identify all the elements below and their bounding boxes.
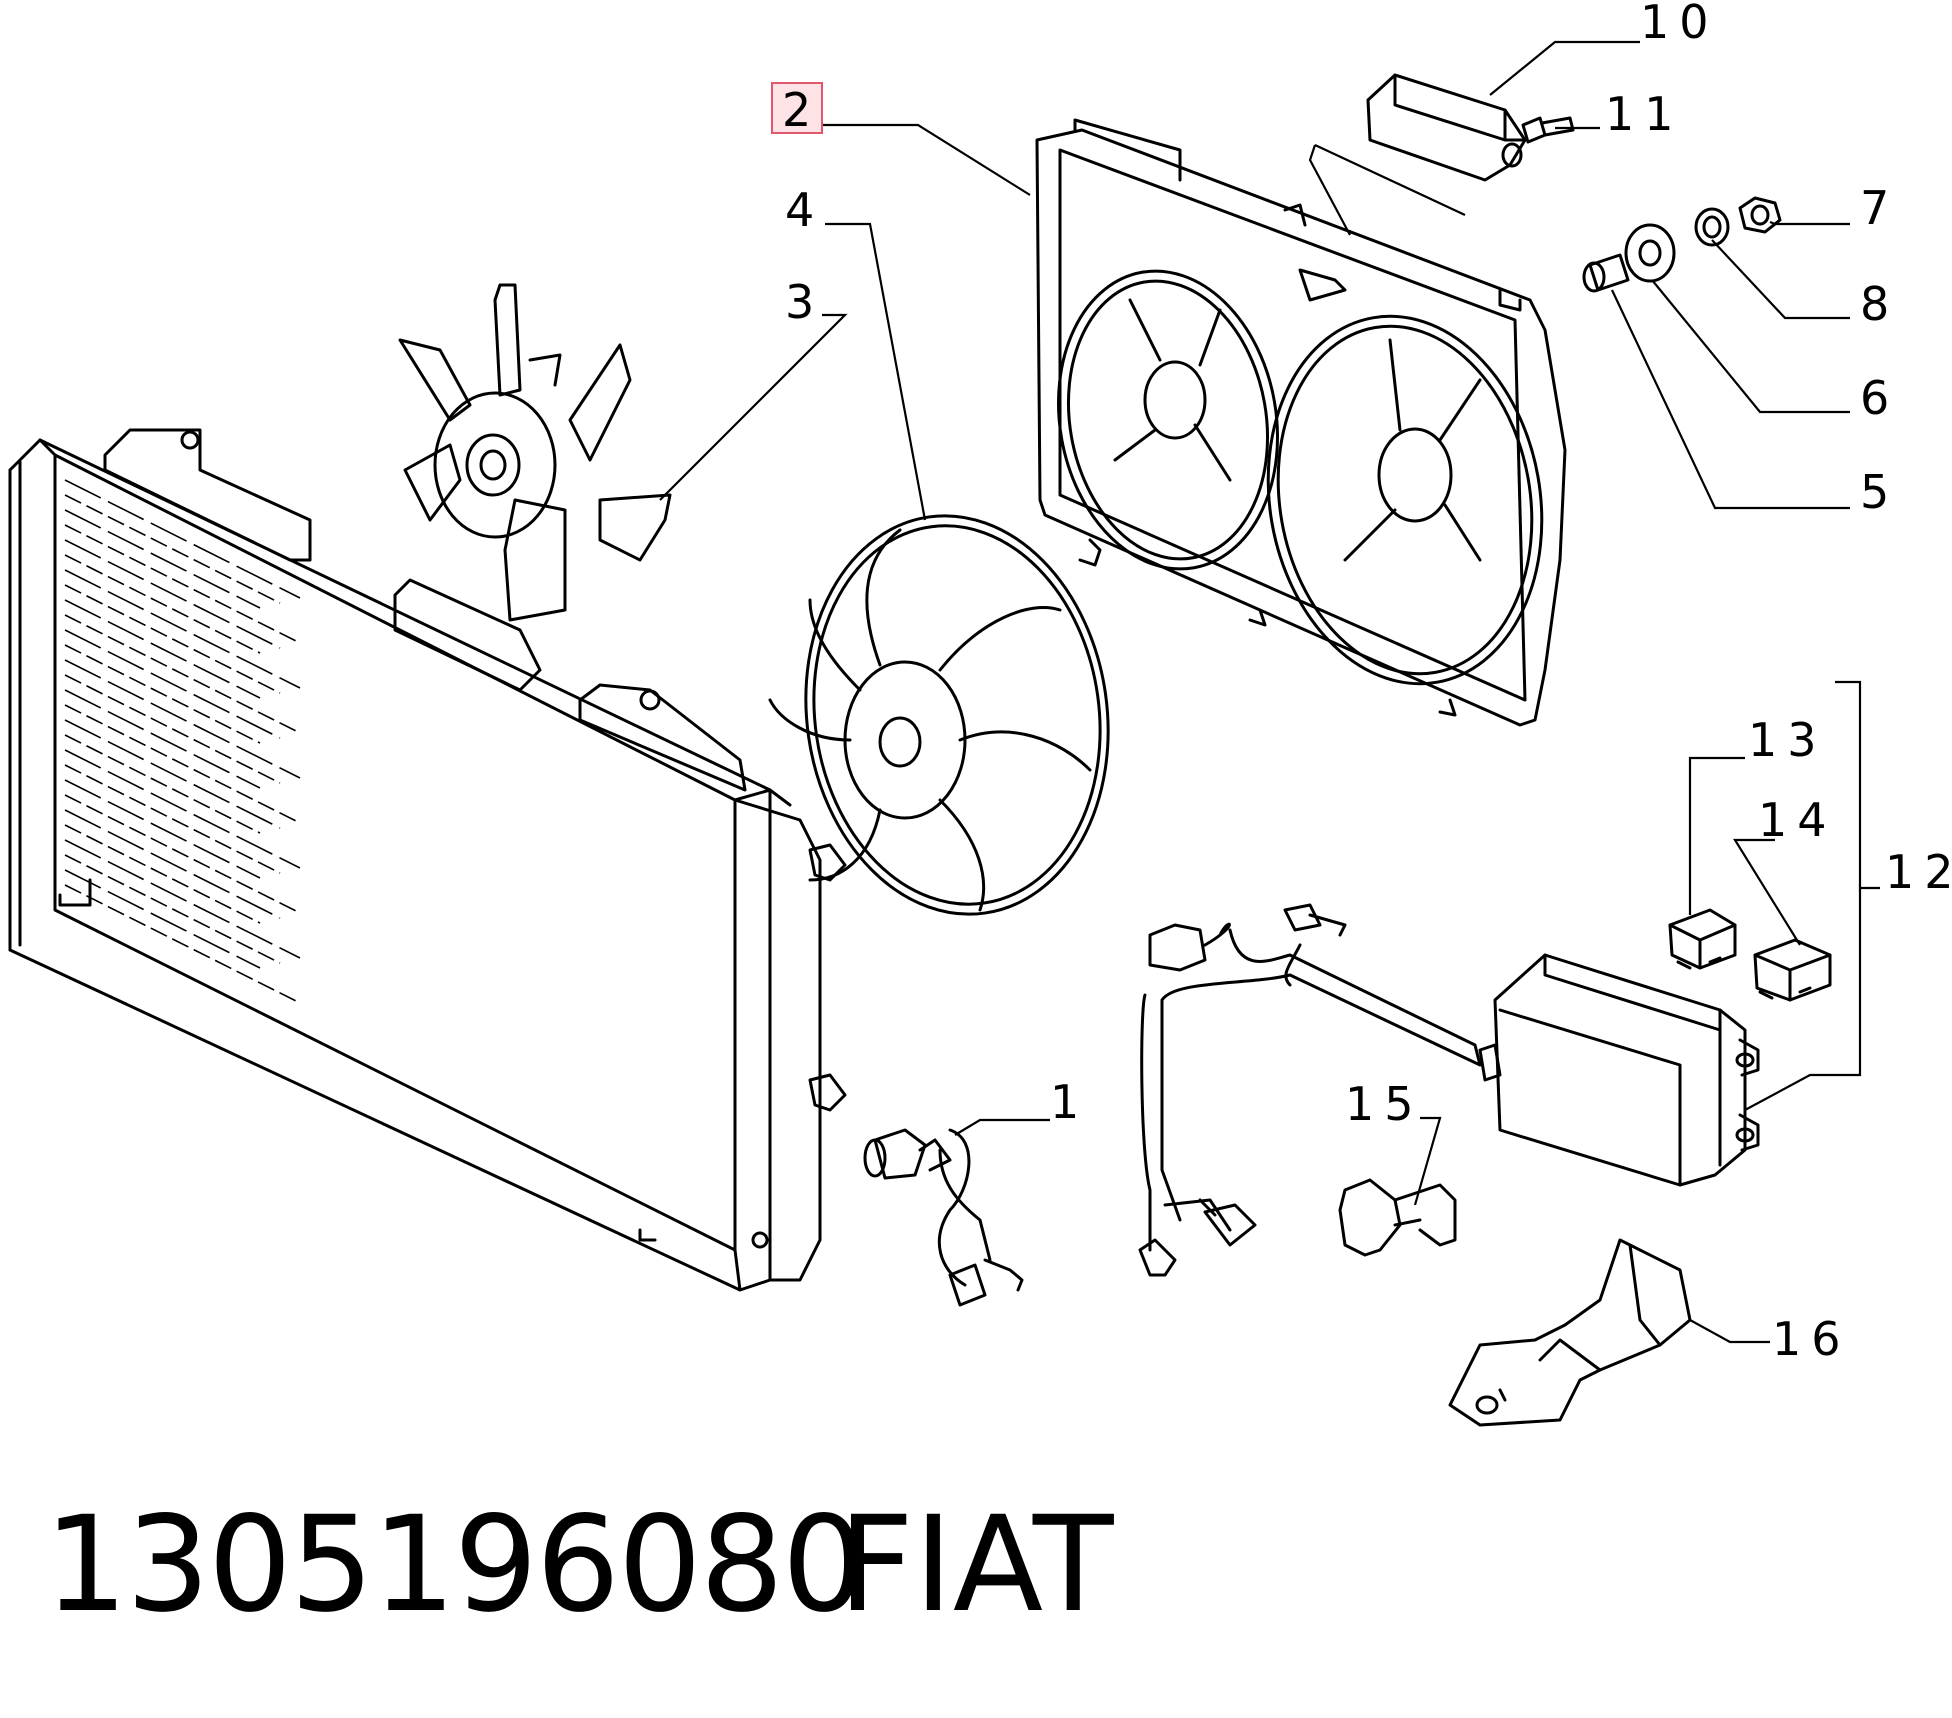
radiator-fin-line: [64, 734, 261, 834]
callout-2-highlight: [771, 82, 823, 134]
callout-4[interactable]: 4: [785, 183, 824, 237]
radiator-fin-line: [64, 869, 261, 969]
radiator-fin-line: [64, 884, 301, 1004]
nut: [1738, 196, 1782, 234]
callout-13[interactable]: 13: [1748, 713, 1827, 767]
brand-name: FIAT: [838, 1488, 1114, 1642]
callout-7[interactable]: 7: [1860, 181, 1899, 235]
radiator-fin-line: [64, 764, 281, 874]
harness-clamp: [1338, 1178, 1457, 1257]
radiator-fin-line: [64, 524, 301, 644]
callout-2[interactable]: 2: [782, 83, 821, 137]
radiator-fin-line: [64, 479, 301, 599]
relay-a: [1668, 908, 1737, 970]
callout-3[interactable]: 3: [785, 275, 824, 329]
mounting-bracket: [1448, 1238, 1692, 1427]
radiator: [8, 428, 847, 1292]
lock-washer: [1694, 207, 1730, 247]
callout-10[interactable]: 10: [1640, 0, 1719, 49]
callout-labels: 2 1 3 4 5 6 7 8 10 11 12 13 14 15 16: [771, 0, 1952, 1366]
radiator-fin-line: [64, 689, 261, 789]
radiator-fin-line: [64, 494, 281, 604]
radiator-fin-line: [64, 629, 281, 739]
radiator-fin-line: [64, 704, 301, 824]
relay-b: [1753, 938, 1832, 1002]
callout-8[interactable]: 8: [1860, 277, 1899, 331]
radiator-fin-line: [64, 554, 261, 654]
temperature-switch: [863, 1128, 1024, 1307]
radiator-fin-line: [64, 509, 261, 609]
radiator-fin-line: [64, 614, 301, 734]
screw: [1521, 116, 1575, 144]
radiator-fin-line: [64, 599, 261, 699]
fan-shroud: [1035, 118, 1567, 727]
small-fan-blade: [398, 283, 672, 622]
radiator-fin-line: [64, 809, 281, 919]
radiator-fin-line: [64, 644, 261, 744]
radiator-fin-line: [64, 779, 261, 879]
large-fan-blade: [768, 514, 1110, 916]
spacer: [1582, 253, 1630, 293]
resistor-module: [1366, 73, 1527, 182]
callout-16[interactable]: 16: [1772, 1312, 1851, 1366]
radiator-fin-line: [64, 719, 281, 829]
callout-14[interactable]: 14: [1758, 793, 1837, 847]
control-unit: [1478, 953, 1760, 1187]
radiator-fin-line: [64, 749, 301, 869]
radiator-fin-line: [64, 824, 261, 924]
callout-15[interactable]: 15: [1345, 1077, 1424, 1131]
callout-6[interactable]: 6: [1860, 371, 1899, 425]
wiring-harness: [1138, 903, 1482, 1277]
callout-11[interactable]: 11: [1605, 87, 1684, 141]
callout-12[interactable]: 12: [1885, 845, 1952, 899]
part-number: 1305196080: [44, 1488, 866, 1642]
callout-5[interactable]: 5: [1860, 465, 1899, 519]
leader-lines: [659, 40, 1880, 1344]
radiator-fin-line: [64, 854, 281, 964]
radiator-fin-line: [64, 569, 301, 689]
radiator-fin-line: [64, 659, 301, 779]
grommet: [1624, 223, 1676, 283]
radiator-fin-line: [64, 839, 301, 959]
callout-1[interactable]: 1: [1050, 1075, 1089, 1129]
radiator-fin-line: [64, 584, 281, 694]
radiator-fin-line: [64, 674, 281, 784]
radiator-fin-line: [64, 539, 281, 649]
radiator-fin-line: [64, 794, 301, 914]
